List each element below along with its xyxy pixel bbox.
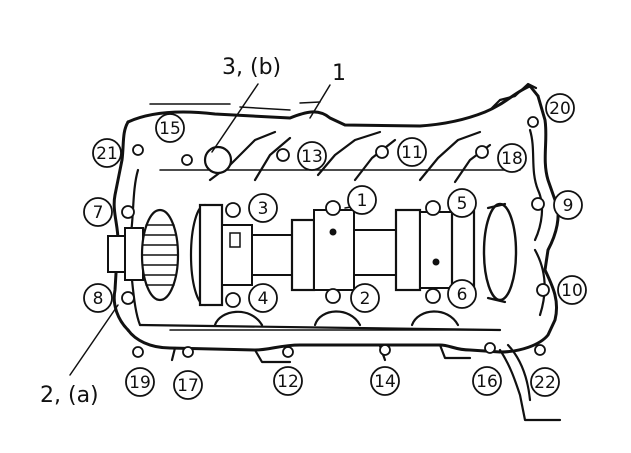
- callout-8: 8: [83, 283, 113, 313]
- bolt-hole-1: [325, 200, 341, 216]
- callout-18: 18: [497, 143, 527, 173]
- bolt-hole-15: [181, 154, 193, 166]
- callout-number: 16: [476, 372, 498, 392]
- callout-19: 19: [125, 367, 155, 397]
- callout-number: 9: [563, 196, 574, 216]
- callout-11: 11: [397, 137, 427, 167]
- bolt-hole-14: [379, 344, 391, 356]
- bolt-hole-10: [536, 283, 550, 297]
- part-labels: 3, (b) 1 2, (a): [40, 55, 346, 408]
- callout-number: 5: [457, 194, 468, 214]
- bolt-hole-22: [534, 344, 546, 356]
- callout-ring: [297, 141, 327, 171]
- callout-7: 7: [83, 197, 113, 227]
- callout-14: 14: [370, 366, 400, 396]
- crankcase-outline: [112, 82, 562, 422]
- bolt-hole-7: [121, 205, 135, 219]
- callout-16: 16: [472, 366, 502, 396]
- callout-ring: [545, 93, 575, 123]
- callout-number: 19: [129, 373, 151, 393]
- callout-number: 22: [534, 373, 556, 393]
- callout-22: 22: [530, 367, 560, 397]
- bolt-hole-9: [531, 197, 545, 211]
- callout-number: 18: [501, 149, 523, 169]
- callout-number: 4: [258, 289, 269, 309]
- callout-3: 3: [248, 193, 278, 223]
- callout-ring: [447, 279, 477, 309]
- bolt-holes: [121, 116, 550, 358]
- callout-ring: [273, 366, 303, 396]
- callout-ring: [497, 143, 527, 173]
- callout-9: 9: [553, 190, 583, 220]
- callout-20: 20: [545, 93, 575, 123]
- callout-ring: [447, 188, 477, 218]
- callout-ring: [397, 137, 427, 167]
- bolt-hole-16: [484, 342, 496, 354]
- callout-ring: [553, 190, 583, 220]
- callout-10: 10: [557, 275, 587, 305]
- label-part-3b: 3, (b): [222, 55, 281, 80]
- bolt-hole-19: [132, 346, 144, 358]
- callout-1: 1: [347, 185, 377, 215]
- callout-number: 21: [96, 144, 118, 164]
- callout-ring: [347, 185, 377, 215]
- callout-number: 10: [561, 281, 583, 301]
- callout-number: 2: [360, 289, 371, 309]
- bolt-hole-4: [225, 292, 241, 308]
- callout-15: 15: [155, 113, 185, 143]
- callout-number: 20: [549, 99, 571, 119]
- bolt-hole-6: [425, 288, 441, 304]
- callout-12: 12: [273, 366, 303, 396]
- label-part-2a: 2, (a): [40, 383, 99, 408]
- callout-number: 11: [401, 143, 423, 163]
- bolt-hole-2: [325, 288, 341, 304]
- callout-4: 4: [248, 283, 278, 313]
- callout-2: 2: [350, 283, 380, 313]
- label-part-1: 1: [332, 61, 346, 86]
- callout-ring: [92, 138, 122, 168]
- bolt-hole-21: [132, 144, 144, 156]
- callout-ring: [370, 366, 400, 396]
- callout-number: 17: [177, 376, 199, 396]
- callout-number: 6: [457, 285, 468, 305]
- callout-ring: [350, 283, 380, 313]
- bolt-hole-12: [282, 346, 294, 358]
- callout-number: 15: [159, 119, 181, 139]
- callout-13: 13: [297, 141, 327, 171]
- callout-number: 12: [277, 372, 299, 392]
- bolt-hole-17: [182, 346, 194, 358]
- callout-ring: [530, 367, 560, 397]
- callout-ring: [83, 197, 113, 227]
- callout-ring: [125, 367, 155, 397]
- bolt-hole-18: [475, 145, 489, 159]
- callout-ring: [248, 283, 278, 313]
- crankshaft: [107, 202, 518, 307]
- callout-number: 7: [93, 203, 104, 223]
- bolt-hole-3: [225, 202, 241, 218]
- callout-ring: [248, 193, 278, 223]
- callout-6: 6: [447, 279, 477, 309]
- callout-21: 21: [92, 138, 122, 168]
- callout-ring: [83, 283, 113, 313]
- callout-ring: [472, 366, 502, 396]
- callout-ring: [557, 275, 587, 305]
- callout-number: 8: [93, 289, 104, 309]
- bolt-hole-11: [375, 145, 389, 159]
- bolt-hole-20: [527, 116, 539, 128]
- bolt-hole-13: [276, 148, 290, 162]
- callout-5: 5: [447, 188, 477, 218]
- callout-number: 14: [374, 372, 396, 392]
- callout-17: 17: [173, 370, 203, 400]
- callout-ring: [173, 370, 203, 400]
- bolt-hole-8: [121, 291, 135, 305]
- callout-number: 3: [258, 199, 269, 219]
- bolt-hole-5: [425, 200, 441, 216]
- callout-ring: [155, 113, 185, 143]
- callout-number: 1: [357, 191, 368, 211]
- callout-number: 13: [301, 147, 323, 167]
